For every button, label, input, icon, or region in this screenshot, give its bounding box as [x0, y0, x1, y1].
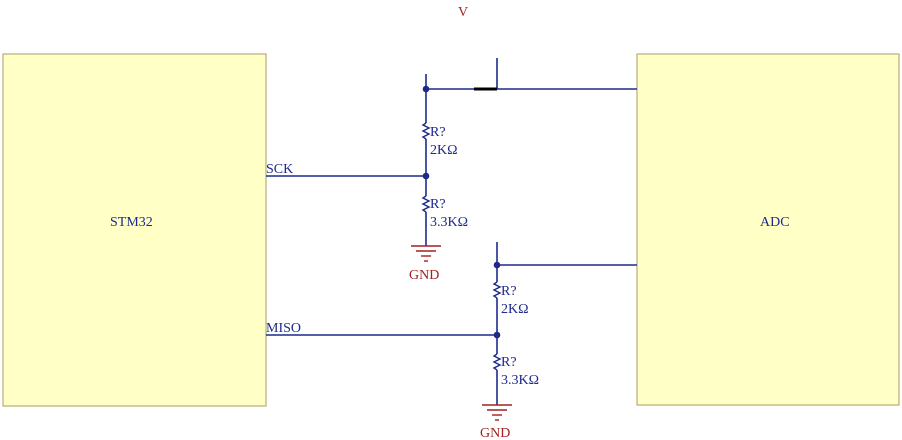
sck-label: SCK	[266, 162, 293, 177]
resistor-r3	[492, 281, 502, 299]
r2-designator: R?	[430, 197, 446, 212]
ground-symbol-2	[482, 404, 512, 421]
resistor-r2	[421, 195, 431, 213]
gnd-label-1: GND	[409, 268, 439, 283]
r4-designator: R?	[501, 355, 517, 370]
stm32-block	[2, 53, 267, 407]
gnd-label-2: GND	[480, 426, 510, 440]
resistor-r4	[492, 353, 502, 371]
miso-label: MISO	[266, 321, 301, 336]
resistor-r1	[421, 122, 431, 140]
r3-designator: R?	[501, 284, 517, 299]
r2-value: 3.3KΩ	[430, 215, 468, 230]
r4-value: 3.3KΩ	[501, 373, 539, 388]
supply-label: V	[458, 5, 468, 20]
ground-symbol-1	[411, 245, 441, 262]
r3-value: 2KΩ	[501, 302, 529, 317]
r1-value: 2KΩ	[430, 143, 458, 158]
adc-block	[636, 53, 900, 406]
adc-label: ADC	[760, 215, 790, 230]
stm32-label: STM32	[110, 215, 153, 230]
r1-designator: R?	[430, 125, 446, 140]
